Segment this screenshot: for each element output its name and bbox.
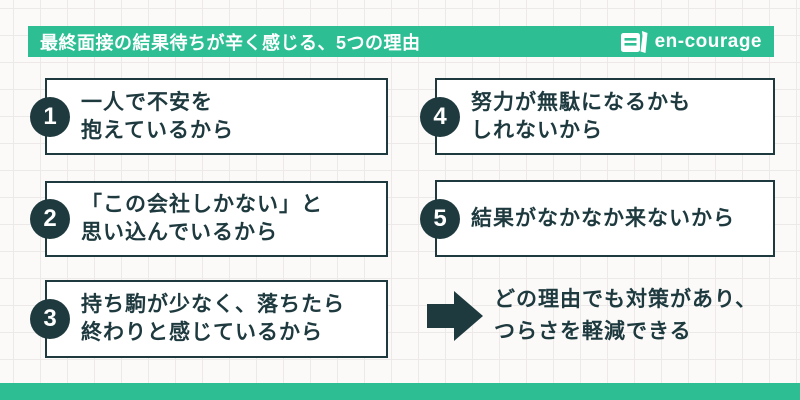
brand-logo-text: en-courage xyxy=(654,30,762,52)
reason-number-badge-1: 1 xyxy=(30,96,70,137)
conclusion: どの理由でも対策があり、 つらさを軽減できる xyxy=(427,284,757,348)
reason-number-badge-4: 4 xyxy=(420,96,460,137)
reason-card-2: 2 「この会社しかない」と 思い込んでいるから xyxy=(30,181,388,257)
conclusion-line-2: つらさを軽減できる xyxy=(494,320,692,343)
reason-card-4: 4 努力が無駄になるかも しれないから xyxy=(420,78,775,155)
reason-2-line-2: 思い込んでいるから xyxy=(81,221,278,244)
reason-1-line-2: 抱えているから xyxy=(81,118,234,142)
reason-1-line-1: 一人で不安を xyxy=(81,90,213,114)
reason-4-line-2: しれないから xyxy=(471,118,603,142)
right-arrow-icon xyxy=(427,290,483,342)
reason-text-2: 「この会社しかない」と 思い込んでいるから xyxy=(81,191,323,247)
reason-card-5: 5 結果がなかなか来ないから xyxy=(420,180,775,257)
reason-5-line-1: 結果がなかなか来ないから xyxy=(471,206,735,230)
brand-logo: en-courage xyxy=(620,30,762,54)
reason-text-4: 努力が無駄になるかも しれないから xyxy=(471,89,691,145)
conclusion-text: どの理由でも対策があり、 つらさを軽減できる xyxy=(494,284,757,348)
reason-card-3: 3 持ち駒が少なく、落ちたら 終わりと感じているから xyxy=(30,280,388,358)
reason-number-badge-3: 3 xyxy=(30,299,70,339)
conclusion-line-1: どの理由でも対策があり、 xyxy=(494,288,758,311)
reason-text-1: 一人で不安を 抱えているから xyxy=(81,89,234,145)
reason-3-line-2: 終わりと感じているから xyxy=(81,321,323,344)
reason-text-5: 結果がなかなか来ないから xyxy=(471,205,735,233)
page-title: 最終面接の結果待ちが辛く感じる、5つの理由 xyxy=(40,32,421,53)
reason-text-3: 持ち駒が少なく、落ちたら 終わりと感じているから xyxy=(81,291,345,347)
bottom-accent-bar xyxy=(0,383,800,400)
reason-4-line-1: 努力が無駄になるかも xyxy=(471,90,691,114)
reason-3-line-1: 持ち駒が少なく、落ちたら xyxy=(81,293,345,316)
header-bar: 最終面接の結果待ちが辛く感じる、5つの理由 en-courage xyxy=(28,26,774,57)
book-icon xyxy=(620,30,650,54)
reason-card-1: 1 一人で不安を 抱えているから xyxy=(30,78,388,155)
reason-2-line-1: 「この会社しかない」と xyxy=(81,193,323,216)
reason-number-badge-2: 2 xyxy=(30,199,70,239)
reason-number-badge-5: 5 xyxy=(420,198,460,239)
